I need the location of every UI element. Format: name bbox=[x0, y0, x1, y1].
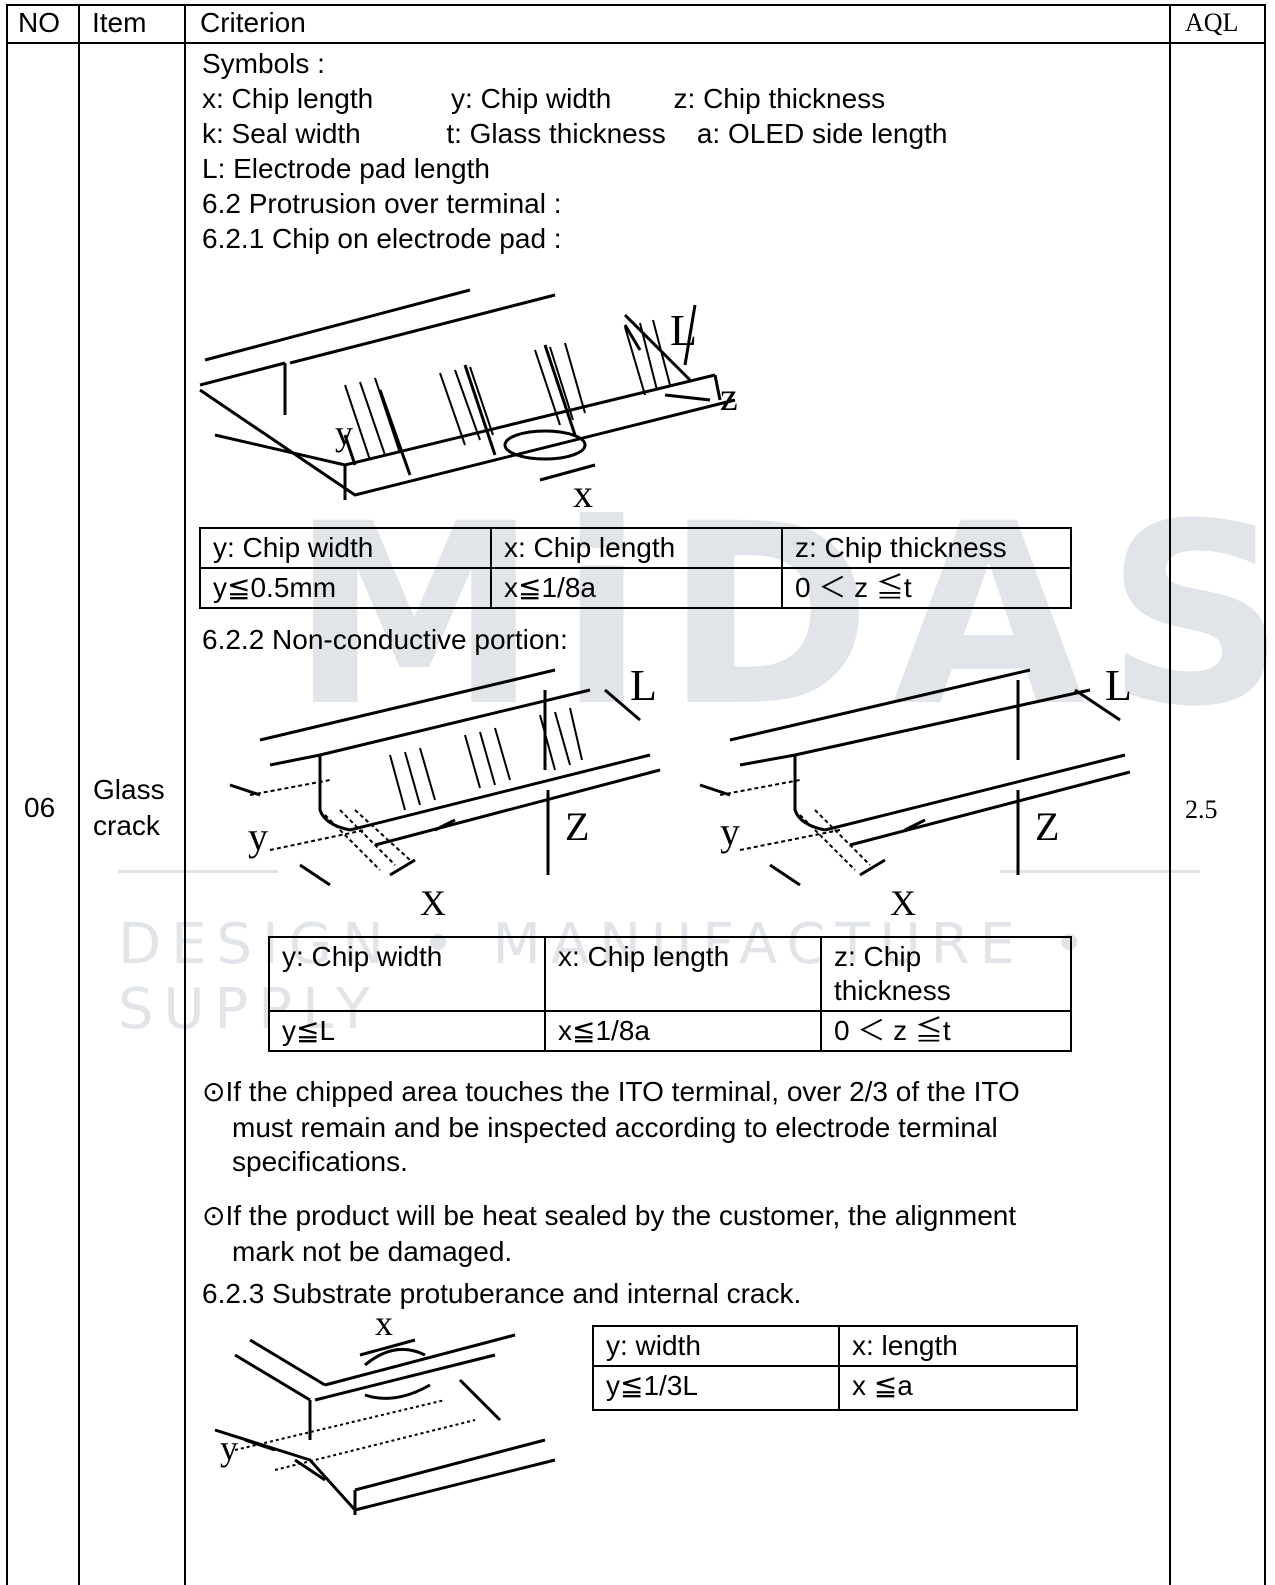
symbols-line2: k: Seal width t: Glass thickness a: OLED… bbox=[202, 118, 948, 149]
label-y: y bbox=[720, 809, 740, 854]
table2-value-y: y≦L bbox=[268, 1010, 546, 1052]
table-right-border bbox=[1264, 4, 1266, 1585]
table3-header-y: y: width bbox=[592, 1325, 840, 1367]
table-row: y: Chip width x: Chip length z: Chip thi… bbox=[268, 936, 1072, 1012]
table2-value-x: x≦1/8a bbox=[544, 1010, 822, 1052]
note-ito-line3: specifications. bbox=[232, 1146, 408, 1177]
bullet-icon: ⊙ bbox=[202, 1076, 226, 1107]
table2-header-y: y: Chip width bbox=[268, 936, 546, 1012]
label-x: x bbox=[573, 471, 593, 516]
protuberance-spec-table: y: width x: length y≦1/3L x ≦a bbox=[592, 1325, 1078, 1411]
note-heat-seal-line1: If the product will be heat sealed by th… bbox=[225, 1200, 1017, 1231]
table1-value-y: y≦0.5mm bbox=[199, 567, 492, 609]
col-divider-criterion bbox=[1169, 4, 1171, 1585]
section-6-2-3-title: 6.2.3 Substrate protuberance and interna… bbox=[202, 1278, 802, 1309]
section-6-2-1-title: 6.2.1 Chip on electrode pad : bbox=[202, 223, 562, 254]
substrate-protuberance-diagram: x y bbox=[214, 1303, 556, 1515]
symbols-line3: L: Electrode pad length bbox=[202, 153, 490, 184]
header-item: Item bbox=[92, 7, 147, 38]
section-6-2-2-title: 6.2.2 Non-conductive portion: bbox=[202, 624, 568, 655]
bullet-icon: ⊙ bbox=[202, 1200, 226, 1231]
table-row: y≦L x≦1/8a 0 ＜ z ≦t bbox=[268, 1010, 1072, 1052]
table3-value-y: y≦1/3L bbox=[592, 1365, 840, 1411]
row-aql: 2.5 bbox=[1185, 795, 1218, 824]
label-L: L bbox=[630, 661, 657, 710]
table1-header-z: z: Chip thickness bbox=[781, 527, 1072, 569]
table2-value-z: 0 ＜ z ≦t bbox=[820, 1010, 1072, 1052]
table1-value-z: 0 ＜ z ≦t bbox=[781, 567, 1072, 609]
symbols-line1: x: Chip length y: Chip width z: Chip thi… bbox=[202, 83, 886, 114]
label-Z: Z bbox=[565, 804, 589, 849]
header-criterion: Criterion bbox=[200, 7, 306, 38]
table3-header-x: x: length bbox=[838, 1325, 1078, 1367]
table1-value-x: x≦1/8a bbox=[490, 567, 783, 609]
note-heat-seal-line2: mark not be damaged. bbox=[232, 1236, 513, 1267]
row-no: 06 bbox=[24, 792, 56, 823]
table-top-border bbox=[6, 4, 1266, 6]
non-conductive-diagram-left: L Z y X bbox=[229, 661, 661, 923]
section-6-2-title: 6.2 Protrusion over terminal : bbox=[202, 188, 562, 219]
chip-electrode-spec-table: y: Chip width x: Chip length z: Chip thi… bbox=[199, 527, 1072, 609]
chip-on-electrode-diagram: L z x y bbox=[199, 288, 738, 516]
label-z: z bbox=[720, 374, 738, 419]
row-item-line1: Glass bbox=[93, 774, 165, 805]
table-row: y≦0.5mm x≦1/8a 0 ＜ z ≦t bbox=[199, 567, 1072, 609]
label-L: L bbox=[670, 306, 697, 355]
row-item-line2: crack bbox=[93, 810, 160, 841]
non-conductive-spec-table: y: Chip width x: Chip length z: Chip thi… bbox=[268, 936, 1072, 1052]
note-ito-line2: must remain and be inspected according t… bbox=[232, 1112, 998, 1143]
watermark-rule-left bbox=[118, 870, 278, 873]
label-y: y bbox=[335, 413, 353, 453]
watermark-rule-right bbox=[1000, 870, 1200, 873]
label-y: y bbox=[248, 814, 268, 859]
label-y: y bbox=[220, 1428, 238, 1468]
table-left-border bbox=[6, 4, 8, 1585]
note-ito-line1: If the chipped area touches the ITO term… bbox=[225, 1076, 1020, 1107]
header-no: NO bbox=[18, 7, 60, 38]
table1-header-y: y: Chip width bbox=[199, 527, 492, 569]
table2-header-z: z: Chip thickness bbox=[820, 936, 1072, 1012]
table-row: y: Chip width x: Chip length z: Chip thi… bbox=[199, 527, 1072, 569]
label-Z: Z bbox=[1035, 804, 1059, 849]
symbols-title: Symbols : bbox=[202, 48, 325, 79]
table-row: y: width x: length bbox=[592, 1325, 1078, 1367]
col-divider-no bbox=[78, 4, 80, 1585]
non-conductive-diagram-right: L Z y X bbox=[699, 661, 1132, 923]
label-X: X bbox=[420, 883, 446, 923]
table1-header-x: x: Chip length bbox=[490, 527, 783, 569]
header-bottom-border bbox=[6, 42, 1266, 44]
note-heat-seal: ⊙If the product will be heat sealed by t… bbox=[202, 1198, 1016, 1270]
header-aql: AQL bbox=[1185, 8, 1239, 37]
table-row: y≦1/3L x ≦a bbox=[592, 1365, 1078, 1411]
table2-header-x: x: Chip length bbox=[544, 936, 822, 1012]
col-divider-item bbox=[184, 4, 186, 1585]
table3-value-x: x ≦a bbox=[838, 1365, 1078, 1411]
label-X: X bbox=[890, 883, 916, 923]
note-ito: ⊙If the chipped area touches the ITO ter… bbox=[202, 1074, 1020, 1180]
label-x: x bbox=[375, 1303, 393, 1343]
label-L: L bbox=[1105, 661, 1132, 710]
